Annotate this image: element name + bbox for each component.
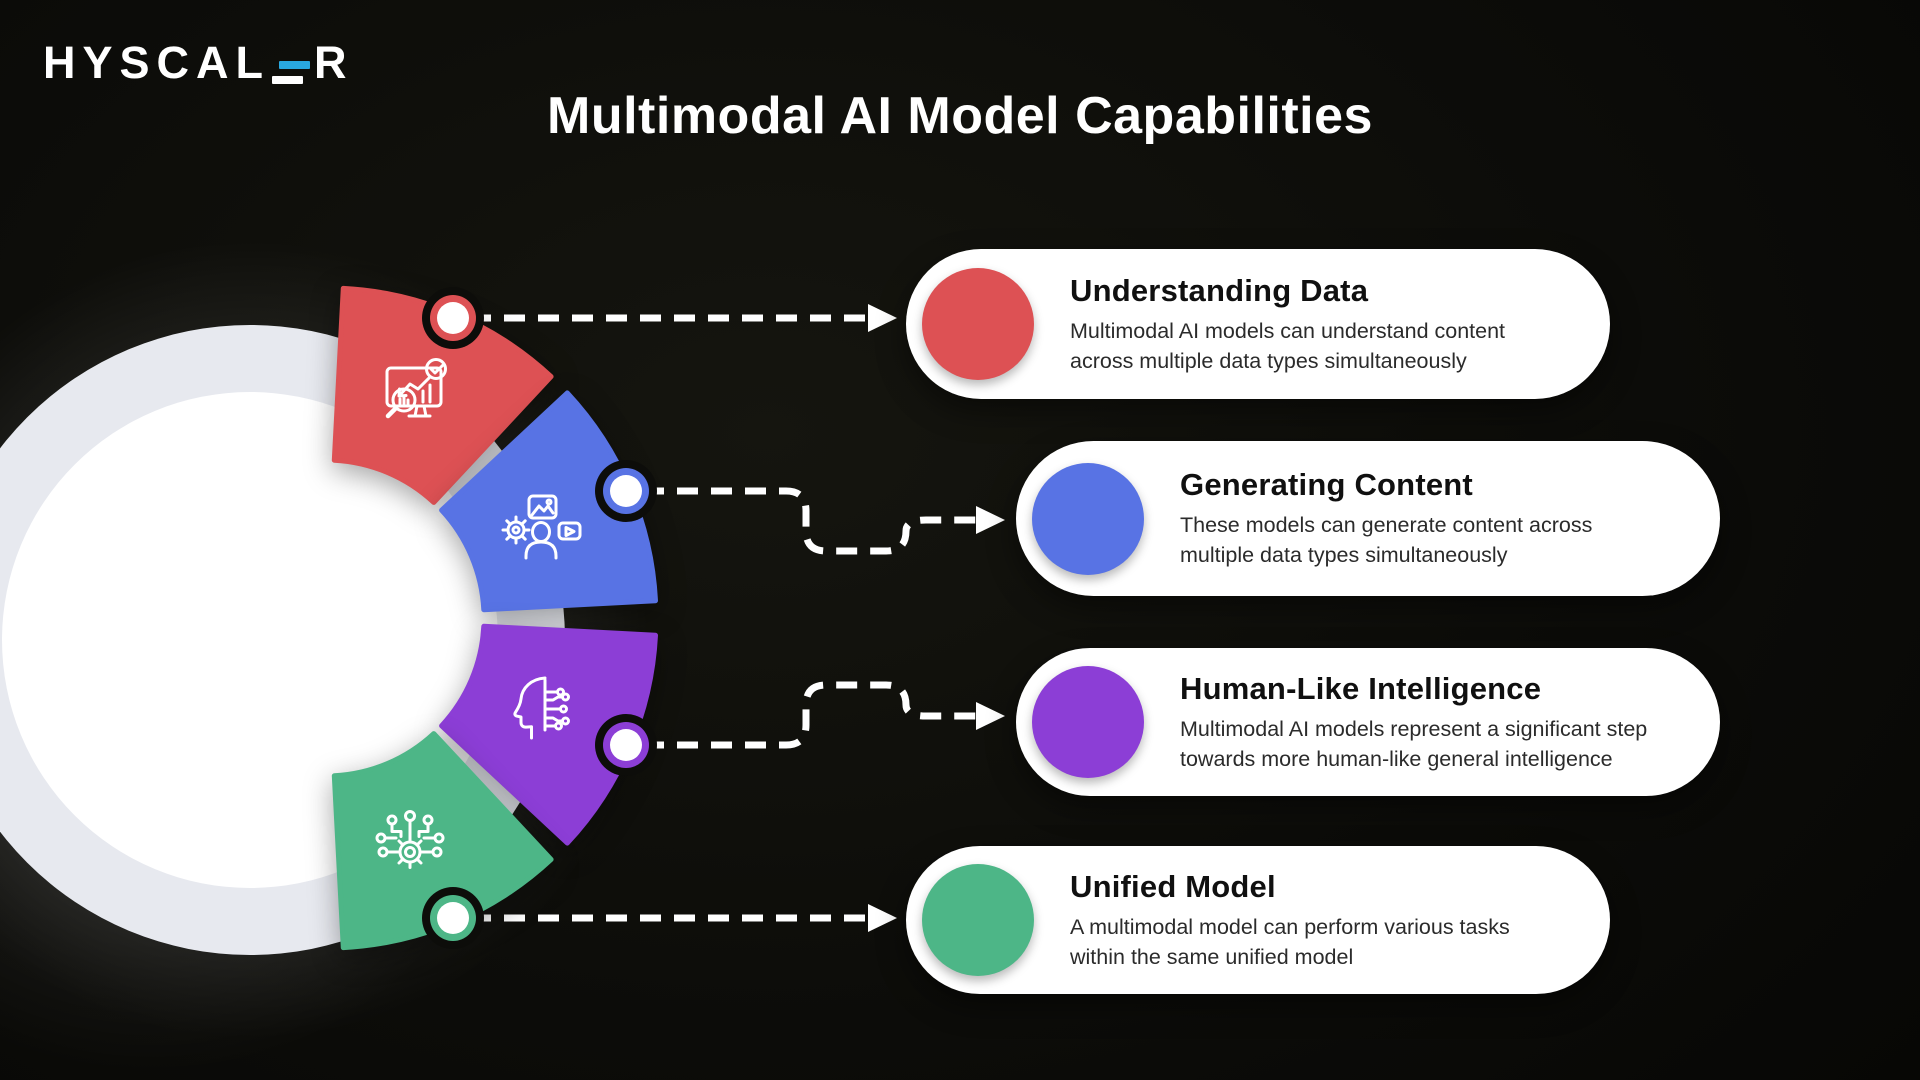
card-generating-content: Generating Content These models can gene… xyxy=(1016,441,1720,596)
data-analysis-icon xyxy=(385,358,447,419)
connector-human-like-intelligence xyxy=(643,681,976,749)
card-title: Understanding Data xyxy=(1070,272,1369,308)
card-understanding-data: Understanding Data Multimodal AI models … xyxy=(906,249,1610,399)
arrowhead-understanding-data xyxy=(868,304,897,332)
card-bullet-circle xyxy=(922,864,1034,976)
logo-e-white-bar xyxy=(272,76,304,84)
page-title: Multimodal AI Model Capabilities xyxy=(547,87,1373,145)
card-bullet-circle xyxy=(1032,666,1144,778)
card-unified-model: Unified Model A multimodal model can per… xyxy=(906,846,1610,994)
blade-generating-content xyxy=(439,390,658,613)
connectors xyxy=(470,314,976,922)
content-generation-icon xyxy=(501,494,582,560)
blade-nodes xyxy=(422,287,657,949)
network-icon xyxy=(375,810,445,869)
capability-wheel xyxy=(0,240,1005,1040)
card-bullet-circle xyxy=(1032,462,1144,575)
logo-text-suffix: R xyxy=(314,37,354,88)
card-human-like-intelligence: Human-Like Intelligence Multimodal AI mo… xyxy=(1016,648,1720,796)
card-text-block: Generating Content These models can gene… xyxy=(1180,467,1670,570)
card-title: Unified Model xyxy=(1070,868,1276,904)
card-text-block: Unified Model A multimodal model can per… xyxy=(1070,869,1560,972)
logo-e-icon xyxy=(272,51,311,84)
card-title: Generating Content xyxy=(1180,467,1473,502)
wheel-blades xyxy=(331,285,658,951)
blade-human-like-intelligence xyxy=(439,623,658,846)
arrowhead-unified-model xyxy=(868,904,897,932)
card-text-block: Human-Like Intelligence Multimodal AI mo… xyxy=(1180,671,1670,774)
logo-e-accent-bar xyxy=(279,61,311,69)
node-understanding-data xyxy=(422,287,484,349)
logo-text-prefix: HYSCAL xyxy=(43,37,271,88)
node-generating-content xyxy=(595,460,657,522)
ai-head-icon xyxy=(513,676,570,740)
logo: HYSCAL R xyxy=(43,40,354,85)
card-description: Multimodal AI models represent a signifi… xyxy=(1180,716,1648,771)
node-human-like-intelligence xyxy=(595,714,657,776)
card-title: Human-Like Intelligence xyxy=(1180,670,1542,706)
card-description: A multimodal model can perform various t… xyxy=(1070,914,1510,969)
node-unified-model xyxy=(422,887,484,949)
card-text-block: Understanding Data Multimodal AI models … xyxy=(1070,273,1560,376)
connector-generating-content xyxy=(643,487,976,555)
arrowhead-generating-content xyxy=(976,506,1005,534)
blade-understanding-data xyxy=(331,285,554,505)
card-bullet-circle xyxy=(922,268,1034,380)
card-description: Multimodal AI models can understand cont… xyxy=(1070,318,1506,373)
arrowhead-human-like-intelligence xyxy=(976,702,1005,730)
blade-unified-model xyxy=(331,731,554,951)
wheel-glow xyxy=(0,240,650,1040)
wheel-outer-ring xyxy=(0,325,565,955)
wheel-inner-disc xyxy=(2,392,498,888)
card-description: These models can generate content across… xyxy=(1180,513,1593,567)
